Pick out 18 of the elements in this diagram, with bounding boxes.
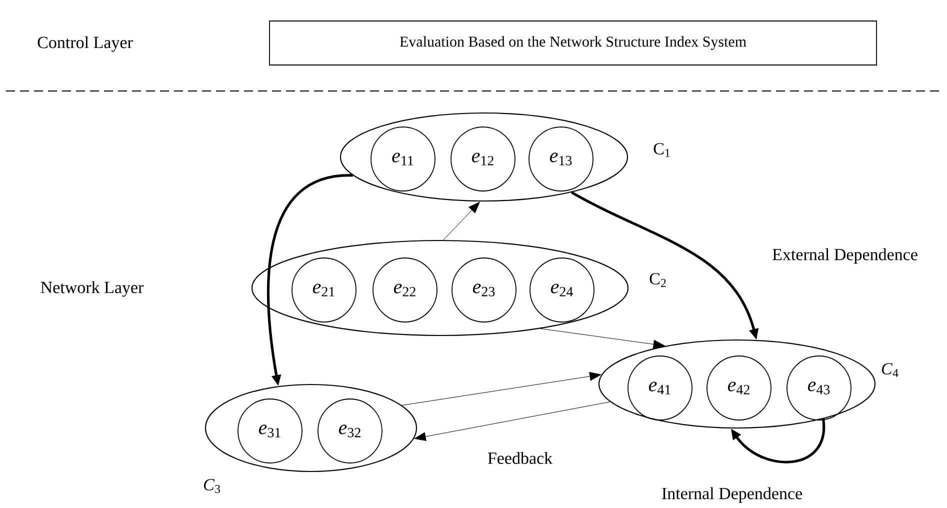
cluster-ellipse — [204, 384, 418, 472]
process-box: Evaluation Based on the Network Structure Index System — [269, 20, 877, 66]
layer-label: Network Layer — [40, 281, 144, 297]
arrow — [443, 202, 480, 240]
cluster-ellipse — [340, 112, 628, 202]
cluster-label: C$_{2}$ — [650, 273, 666, 287]
cluster-label: C$_{1}$ — [654, 143, 670, 157]
cluster-label: C$_{4}$ — [882, 363, 898, 377]
cluster-ellipse — [251, 240, 629, 336]
edge-label: External Dependence — [771, 247, 919, 265]
edge-label: Feedback — [486, 451, 554, 465]
arrow — [414, 402, 610, 441]
cluster-label: C$_{3}$ — [204, 479, 220, 493]
arrow — [402, 372, 602, 406]
edge-label: Internal Dependence — [660, 486, 804, 504]
arrow — [540, 328, 665, 349]
cluster-ellipse — [598, 339, 876, 429]
layer-label: Control Layer — [38, 36, 133, 52]
